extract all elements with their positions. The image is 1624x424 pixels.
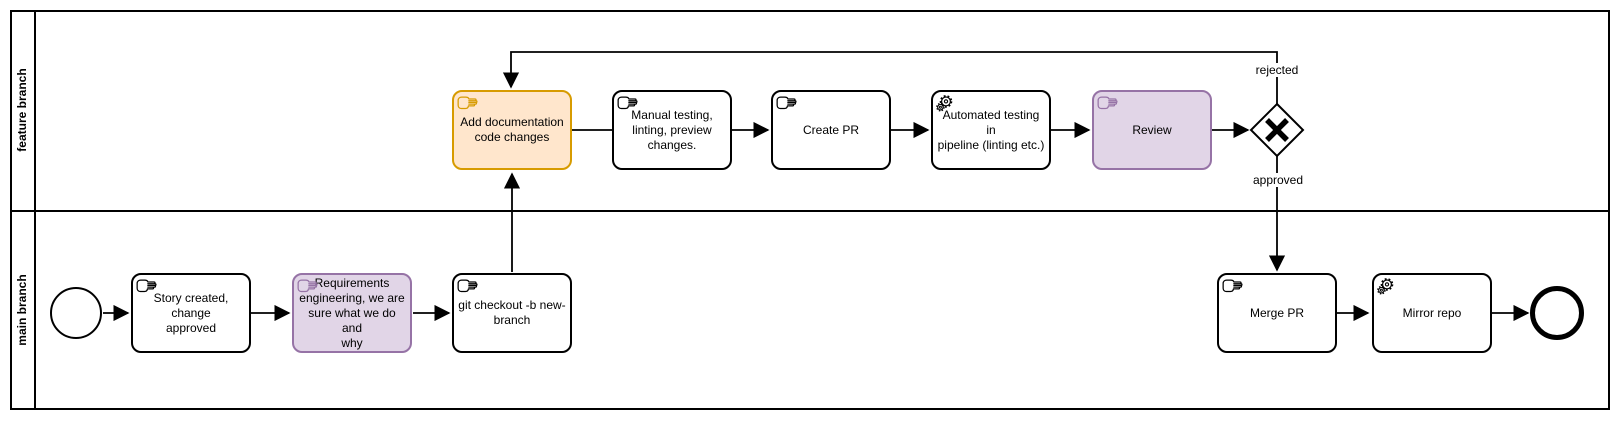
manual-task-hand-icon (1097, 96, 1118, 110)
task-manual-testing[interactable]: Manual testing, linting, preview changes… (612, 90, 732, 170)
task-label: Merge PR (1249, 305, 1305, 320)
end-event[interactable] (1530, 286, 1584, 340)
task-review[interactable]: Review (1092, 90, 1212, 170)
task-label: Add documentation code changes (460, 115, 564, 144)
task-add-documentation[interactable]: Add documentation code changes (452, 90, 572, 170)
flow-label-rejected: rejected (1253, 63, 1301, 77)
task-story-created[interactable]: Story created, change approved (131, 273, 251, 353)
task-label: Mirror repo (1402, 305, 1462, 320)
manual-task-hand-icon (457, 279, 478, 293)
task-label: git checkout -b new- branch (458, 298, 566, 327)
manual-task-hand-icon (776, 96, 797, 110)
task-mirror-repo[interactable]: Mirror repo (1372, 273, 1492, 353)
task-label: Create PR (802, 122, 860, 137)
gateway-x-marker (1265, 118, 1289, 142)
task-label: Review (1132, 122, 1172, 137)
service-task-gear-icon (936, 95, 953, 112)
manual-task-hand-icon (136, 279, 157, 293)
service-task-gear-icon (1377, 278, 1394, 295)
task-merge-pr[interactable]: Merge PR (1217, 273, 1337, 353)
task-create-pr[interactable]: Create PR (771, 90, 891, 170)
flow-rejected-back-to-add-documentation (502, 51, 1278, 104)
lane-divider (10, 210, 1610, 212)
manual-task-hand-icon (617, 96, 638, 110)
manual-task-hand-icon (1222, 279, 1243, 293)
manual-task-hand-icon (297, 279, 318, 293)
exclusive-gateway-x[interactable] (1249, 102, 1305, 158)
task-label: Manual testing, linting, preview changes… (631, 107, 713, 152)
task-requirements-engineering[interactable]: Requirements engineering, we are sure wh… (292, 273, 412, 353)
task-label: Requirements engineering, we are sure wh… (299, 275, 405, 350)
task-label: Story created, change approved (153, 290, 229, 335)
task-automated-testing[interactable]: Automated testing in pipeline (linting e… (931, 90, 1051, 170)
manual-task-hand-icon (457, 96, 478, 110)
start-event[interactable] (50, 287, 102, 339)
task-label: Automated testing in pipeline (linting e… (937, 107, 1045, 152)
flow-label-approved: approved (1250, 173, 1306, 187)
task-git-checkout[interactable]: git checkout -b new- branch (452, 273, 572, 353)
